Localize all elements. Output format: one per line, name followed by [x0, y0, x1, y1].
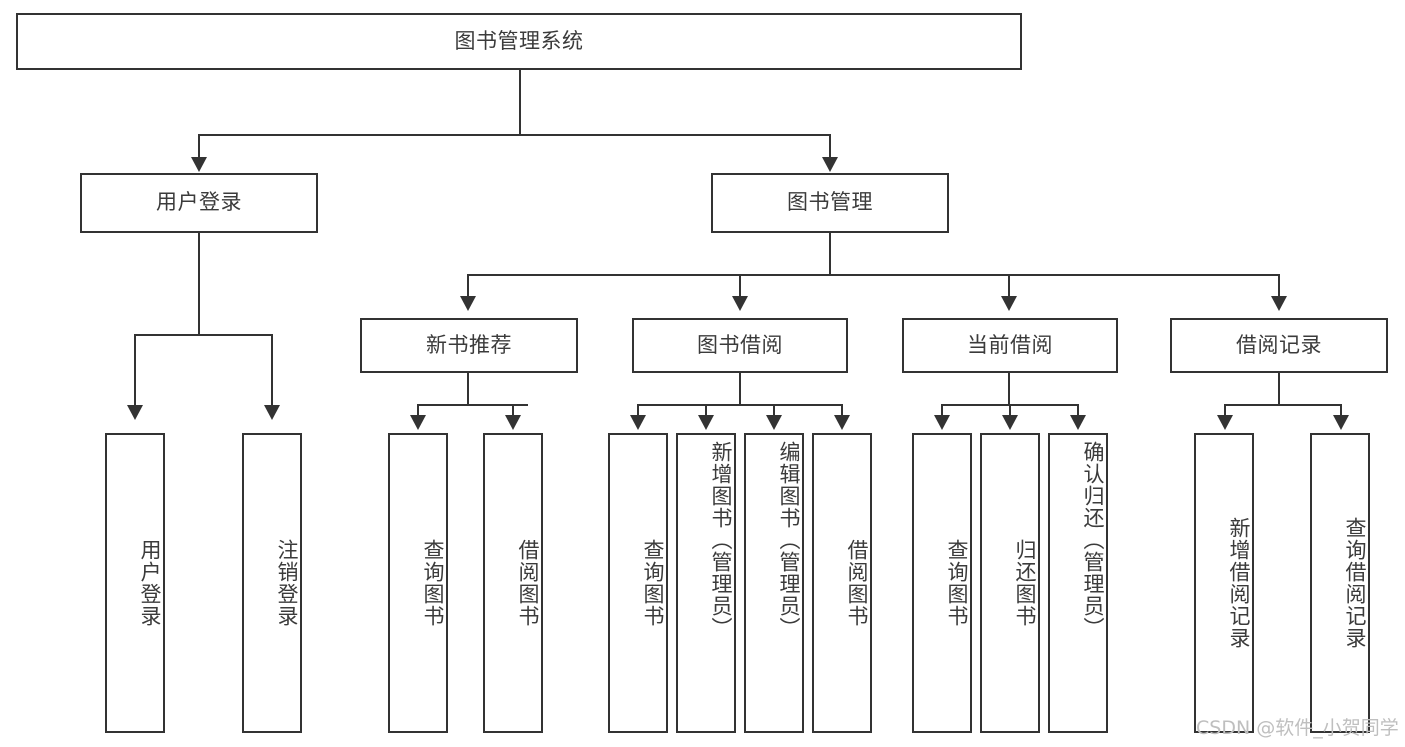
leaf-book-borrow-edit-book-admin[interactable]: 编辑图书（管理员）	[744, 433, 804, 733]
node-label: 查询图书	[641, 539, 665, 627]
node-book-borrow[interactable]: 图书借阅	[632, 318, 848, 373]
connector-book-management-stem	[829, 233, 831, 275]
arrowhead-br-leaf-2	[1333, 415, 1349, 430]
connector-user-login-drop-1	[134, 334, 136, 406]
leaf-user-login-logout[interactable]: 注销登录	[242, 433, 302, 733]
node-borrow-record[interactable]: 借阅记录	[1170, 318, 1388, 373]
arrowhead-nbr-leaf-2	[505, 415, 521, 430]
arrowhead-bb-leaf-3	[766, 415, 782, 430]
connector-bm-drop-2	[739, 274, 741, 297]
connector-bb-drop-2	[705, 404, 707, 416]
leaf-book-borrow-borrow-book[interactable]: 借阅图书	[812, 433, 872, 733]
connector-user-login-stem	[198, 233, 200, 335]
node-label: 确认归还（管理员）	[1081, 441, 1105, 639]
node-user-login[interactable]: 用户登录	[80, 173, 318, 233]
node-label: 归还图书	[1013, 539, 1037, 627]
node-label: 编辑图书（管理员）	[777, 441, 801, 639]
arrowhead-bb-leaf-4	[834, 415, 850, 430]
connector-root-drop-right	[829, 134, 831, 158]
leaf-current-borrow-return-book[interactable]: 归还图书	[980, 433, 1040, 733]
arrowhead-to-current-borrow	[1001, 296, 1017, 311]
connector-cb-drop-3	[1077, 404, 1079, 416]
arrowhead-bb-leaf-2	[698, 415, 714, 430]
connector-root-stem	[519, 70, 521, 135]
connector-br-bus	[1224, 404, 1342, 406]
connector-nbr-stem	[467, 373, 469, 405]
connector-bb-bus	[637, 404, 842, 406]
arrowhead-to-new-book-recommend	[460, 296, 476, 311]
connector-bm-drop-1	[467, 274, 469, 297]
leaf-new-book-borrow-book[interactable]: 借阅图书	[483, 433, 543, 733]
node-label: 新增借阅记录	[1227, 517, 1251, 649]
connector-nbr-bus	[417, 404, 528, 406]
node-label: 借阅图书	[516, 539, 540, 627]
watermark-text: CSDN @软件_小贺同学	[1196, 717, 1399, 739]
leaf-current-borrow-query-book[interactable]: 查询图书	[912, 433, 972, 733]
connector-nbr-drop-1	[417, 404, 419, 416]
node-label: 注销登录	[275, 539, 299, 627]
connector-user-login-drop-2	[271, 334, 273, 406]
node-label: 新增图书（管理员）	[709, 441, 733, 639]
leaf-book-borrow-query-book[interactable]: 查询图书	[608, 433, 668, 733]
connector-nbr-drop-2	[512, 404, 514, 416]
node-label: 图书管理系统	[454, 28, 584, 53]
node-label: 图书借阅	[697, 332, 783, 357]
arrowhead-to-borrow-record	[1271, 296, 1287, 311]
node-root-book-management-system[interactable]: 图书管理系统	[16, 13, 1022, 70]
leaf-borrow-record-add-record[interactable]: 新增借阅记录	[1194, 433, 1254, 733]
connector-root-bus	[198, 134, 830, 136]
node-label: 用户登录	[138, 539, 162, 627]
connector-bb-drop-1	[637, 404, 639, 416]
arrowhead-to-user-login	[191, 157, 207, 172]
arrowhead-user-login-leaf-1	[127, 405, 143, 420]
connector-bm-drop-3	[1008, 274, 1010, 297]
node-label: 查询图书	[945, 539, 969, 627]
node-label: 查询借阅记录	[1343, 517, 1367, 649]
connector-bb-stem	[739, 373, 741, 405]
connector-user-login-bus	[134, 334, 273, 336]
node-new-book-recommend[interactable]: 新书推荐	[360, 318, 578, 373]
connector-book-management-bus	[467, 274, 1279, 276]
connector-cb-drop-2	[1009, 404, 1011, 416]
node-label: 借阅记录	[1236, 332, 1322, 357]
connector-br-drop-2	[1340, 404, 1342, 416]
arrowhead-br-leaf-1	[1217, 415, 1233, 430]
node-label: 图书管理	[787, 190, 873, 215]
leaf-borrow-record-query-record[interactable]: 查询借阅记录	[1310, 433, 1370, 733]
arrowhead-to-book-management	[822, 157, 838, 172]
arrowhead-nbr-leaf-1	[410, 415, 426, 430]
connector-br-drop-1	[1224, 404, 1226, 416]
arrowhead-cb-leaf-2	[1002, 415, 1018, 430]
connector-bb-drop-4	[841, 404, 843, 416]
connector-cb-drop-1	[941, 404, 943, 416]
arrowhead-cb-leaf-3	[1070, 415, 1086, 430]
connector-br-stem	[1278, 373, 1280, 405]
csdn-watermark: CSDN @软件_小贺同学	[1196, 713, 1399, 740]
connector-root-drop-left	[198, 134, 200, 158]
arrowhead-to-book-borrow	[732, 296, 748, 311]
leaf-new-book-query-book[interactable]: 查询图书	[388, 433, 448, 733]
node-label: 用户登录	[156, 190, 242, 215]
leaf-user-login-login[interactable]: 用户登录	[105, 433, 165, 733]
connector-cb-stem	[1008, 373, 1010, 405]
arrowhead-bb-leaf-1	[630, 415, 646, 430]
arrowhead-cb-leaf-1	[934, 415, 950, 430]
arrowhead-user-login-leaf-2	[264, 405, 280, 420]
node-label: 当前借阅	[967, 332, 1053, 357]
node-current-borrow[interactable]: 当前借阅	[902, 318, 1118, 373]
node-label: 查询图书	[421, 539, 445, 627]
leaf-current-borrow-confirm-return-admin[interactable]: 确认归还（管理员）	[1048, 433, 1108, 733]
node-label: 新书推荐	[426, 332, 512, 357]
node-book-management[interactable]: 图书管理	[711, 173, 949, 233]
connector-bm-drop-4	[1278, 274, 1280, 297]
leaf-book-borrow-add-book-admin[interactable]: 新增图书（管理员）	[676, 433, 736, 733]
connector-bb-drop-3	[773, 404, 775, 416]
node-label: 借阅图书	[845, 539, 869, 627]
